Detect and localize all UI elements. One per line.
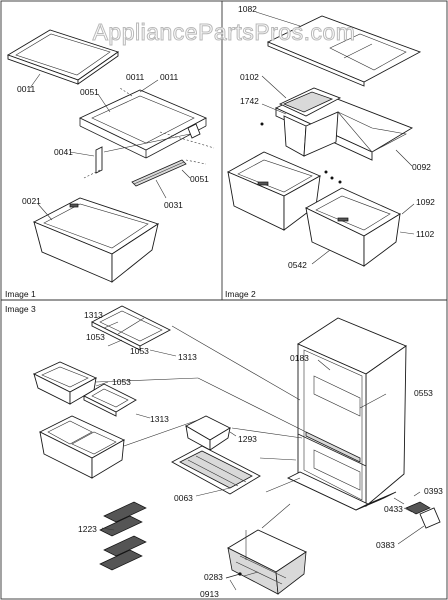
part-label: 0183 — [290, 353, 309, 363]
crisper-drawer-0021 — [32, 197, 160, 283]
part-label: 1293 — [238, 434, 257, 444]
glass-shelf-1082 — [266, 15, 422, 87]
shelf-set-1313-top — [91, 305, 171, 351]
wire-basket-0283 — [227, 529, 307, 595]
part-label: 1082 — [238, 4, 257, 14]
part-label: 0553 — [414, 388, 433, 398]
part-label: 0393 — [424, 486, 443, 496]
part-label: 0542 — [288, 260, 307, 270]
screw-0913 — [225, 572, 242, 579]
part-label: 0051 — [190, 174, 209, 184]
part-label: 0913 — [200, 589, 219, 599]
part-label: 1742 — [240, 96, 259, 106]
panel-label-image-1: Image 1 — [5, 289, 36, 299]
part-label: 0021 — [22, 196, 41, 206]
part-label: 0383 — [376, 540, 395, 550]
bin-1293 — [185, 415, 231, 451]
wire-shelf-0063 — [171, 445, 261, 495]
part-number-labels: 0011 0011 0051 0011 0041 0051 0031 0021 … — [17, 4, 443, 599]
part-label: 0283 — [204, 572, 223, 582]
part-label: 0433 — [384, 504, 403, 514]
drawer-rail-0031 — [131, 159, 187, 187]
part-label: 0011 — [160, 72, 179, 82]
panel-label-image-3: Image 3 — [5, 304, 36, 314]
double-bin-lower-left — [38, 415, 125, 479]
part-label: 0102 — [240, 72, 259, 82]
part-label: 1313 — [84, 310, 103, 320]
part-label: 0031 — [164, 200, 183, 210]
ice-trays-1223 — [99, 501, 147, 571]
part-label: 1313 — [178, 352, 197, 362]
ice-maker-0383 — [393, 497, 441, 529]
panel-label-image-2: Image 2 — [225, 289, 256, 299]
part-label: 1053 — [130, 346, 149, 356]
part-label: 1313 — [150, 414, 169, 424]
part-label: 0011 — [17, 84, 36, 94]
pan-drawer-0542 — [305, 187, 401, 267]
part-label: 0051 — [80, 87, 99, 97]
pan-drawer-left — [226, 151, 322, 231]
part-label: 1092 — [416, 197, 435, 207]
watermark-text: AppliancePartsPros.com — [93, 19, 356, 45]
deli-drawer-0102 — [274, 87, 414, 161]
part-label: 0041 — [54, 147, 73, 157]
crisper-cover-frame — [78, 89, 208, 174]
glass-shelf-0011 — [6, 29, 119, 85]
part-label: 1053 — [112, 377, 131, 387]
part-label: 0063 — [174, 493, 193, 503]
part-label: 0011 — [126, 72, 145, 82]
bin-left-mid — [32, 361, 98, 405]
refrigerator-cabinet — [286, 317, 407, 511]
part-label: 1223 — [78, 524, 97, 534]
part-label: 0092 — [412, 162, 431, 172]
shelf-1053-mid — [83, 383, 137, 417]
part-label: 1053 — [86, 332, 105, 342]
part-label: 1102 — [416, 229, 435, 239]
